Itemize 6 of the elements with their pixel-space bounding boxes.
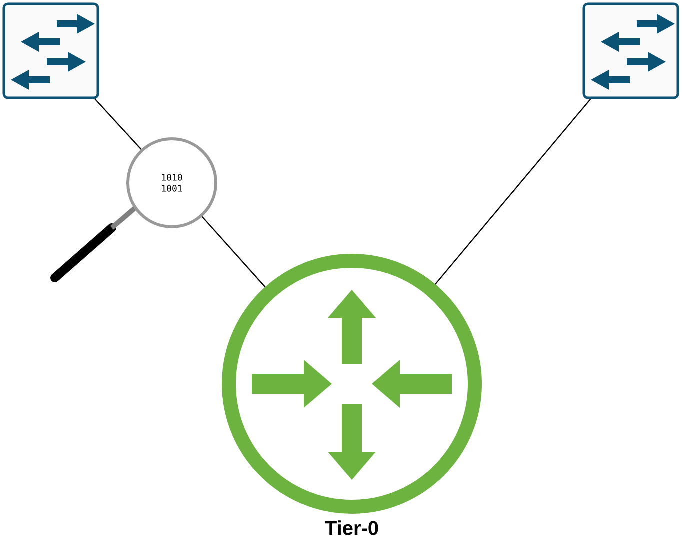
node-label: Tier-0 <box>325 520 378 536</box>
connector-line <box>202 216 266 288</box>
switch-icon <box>582 2 680 100</box>
switch-icon <box>2 2 100 100</box>
connector-line <box>435 98 592 285</box>
connector-line <box>94 98 142 150</box>
